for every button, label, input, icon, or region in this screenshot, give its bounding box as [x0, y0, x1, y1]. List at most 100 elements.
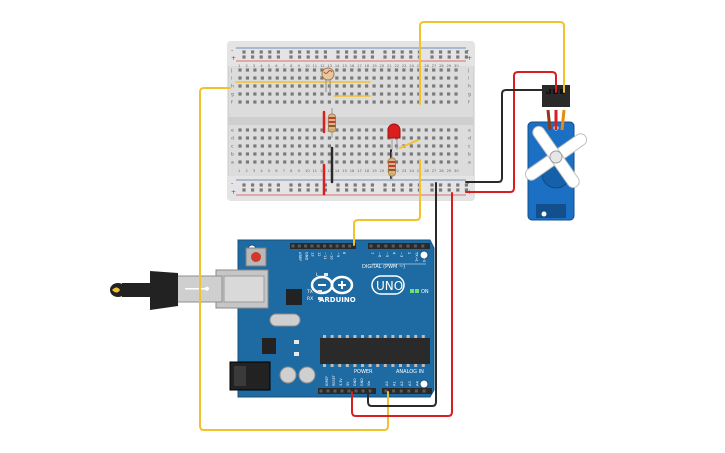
breadboard-hole[interactable]: [417, 136, 421, 140]
breadboard-hole[interactable]: [268, 55, 272, 59]
breadboard-hole[interactable]: [417, 152, 421, 156]
breadboard-hole[interactable]: [260, 160, 264, 164]
breadboard-hole[interactable]: [242, 183, 246, 187]
breadboard-hole[interactable]: [298, 84, 302, 88]
breadboard-hole[interactable]: [394, 84, 399, 88]
breadboard-hole[interactable]: [315, 183, 319, 187]
breadboard-hole[interactable]: [439, 55, 443, 59]
breadboard-hole[interactable]: [394, 160, 399, 164]
breadboard-hole[interactable]: [409, 68, 413, 72]
breadboard-hole[interactable]: [345, 50, 349, 54]
breadboard-hole[interactable]: [409, 152, 413, 156]
breadboard-hole[interactable]: [312, 100, 317, 104]
breadboard-hole[interactable]: [372, 152, 376, 156]
breadboard-hole[interactable]: [432, 76, 436, 80]
breadboard-hole[interactable]: [276, 55, 280, 59]
breadboard-hole[interactable]: [439, 188, 443, 192]
breadboard-hole[interactable]: [268, 100, 272, 104]
breadboard-hole[interactable]: [402, 84, 406, 88]
wire-yellow-servo-signal[interactable]: [419, 21, 565, 105]
breadboard-hole[interactable]: [357, 68, 361, 72]
breadboard-hole[interactable]: [417, 92, 421, 96]
breadboard-hole[interactable]: [409, 144, 413, 148]
breadboard-hole[interactable]: [345, 183, 349, 187]
servo-horn[interactable]: [506, 107, 606, 207]
breadboard-hole[interactable]: [357, 152, 361, 156]
breadboard-hole[interactable]: [379, 160, 384, 164]
header-pin[interactable]: [319, 389, 323, 393]
breadboard-hole[interactable]: [387, 92, 391, 96]
header-pin[interactable]: [391, 244, 395, 248]
breadboard-hole[interactable]: [259, 188, 263, 192]
breadboard-hole[interactable]: [370, 188, 374, 192]
breadboard-hole[interactable]: [268, 76, 272, 80]
breadboard-hole[interactable]: [350, 136, 354, 140]
breadboard-hole[interactable]: [447, 100, 451, 104]
breadboard-hole[interactable]: [245, 136, 250, 140]
breadboard-hole[interactable]: [283, 160, 287, 164]
breadboard-hole[interactable]: [454, 136, 458, 140]
breadboard-hole[interactable]: [432, 68, 436, 72]
breadboard-hole[interactable]: [245, 128, 250, 132]
breadboard-hole[interactable]: [454, 144, 458, 148]
breadboard-hole[interactable]: [336, 188, 340, 192]
breadboard-hole[interactable]: [402, 152, 406, 156]
breadboard-hole[interactable]: [268, 50, 272, 54]
breadboard-hole[interactable]: [335, 144, 339, 148]
breadboard-hole[interactable]: [365, 136, 369, 140]
breadboard-hole[interactable]: [315, 188, 319, 192]
header-pin[interactable]: [326, 389, 330, 393]
breadboard-hole[interactable]: [454, 68, 458, 72]
breadboard-hole[interactable]: [323, 183, 327, 187]
breadboard-hole[interactable]: [260, 76, 264, 80]
header-pin[interactable]: [384, 389, 388, 393]
breadboard-hole[interactable]: [312, 68, 317, 72]
breadboard-hole[interactable]: [238, 76, 242, 80]
breadboard-hole[interactable]: [353, 183, 357, 187]
breadboard-hole[interactable]: [306, 50, 310, 54]
breadboard-hole[interactable]: [342, 92, 346, 96]
breadboard-hole[interactable]: [387, 76, 391, 80]
breadboard-hole[interactable]: [409, 183, 413, 187]
breadboard-hole[interactable]: [365, 144, 369, 148]
breadboard-hole[interactable]: [372, 92, 376, 96]
breadboard-hole[interactable]: [342, 136, 346, 140]
breadboard-hole[interactable]: [275, 84, 279, 88]
wire-red-servo-power[interactable]: [465, 71, 557, 193]
breadboard-hole[interactable]: [379, 152, 384, 156]
breadboard-hole[interactable]: [290, 84, 294, 88]
breadboard-hole[interactable]: [424, 76, 428, 80]
breadboard-hole[interactable]: [447, 136, 451, 140]
breadboard-hole[interactable]: [447, 76, 451, 80]
breadboard-hole[interactable]: [362, 188, 366, 192]
breadboard-hole[interactable]: [379, 84, 384, 88]
breadboard-hole[interactable]: [335, 92, 339, 96]
breadboard-hole[interactable]: [447, 152, 451, 156]
wire-yellow-ldr-to-a0[interactable]: [199, 87, 389, 431]
breadboard-hole[interactable]: [456, 188, 460, 192]
breadboard-hole[interactable]: [276, 183, 280, 187]
breadboard-hole[interactable]: [454, 100, 458, 104]
breadboard-hole[interactable]: [439, 160, 443, 164]
breadboard-hole[interactable]: [365, 128, 369, 132]
breadboard-hole[interactable]: [290, 92, 294, 96]
breadboard-hole[interactable]: [275, 100, 279, 104]
breadboard-hole[interactable]: [350, 160, 354, 164]
breadboard-hole[interactable]: [238, 160, 242, 164]
breadboard-hole[interactable]: [283, 136, 287, 140]
breadboard-hole[interactable]: [245, 76, 250, 80]
breadboard-hole[interactable]: [327, 160, 331, 164]
breadboard-hole[interactable]: [245, 160, 250, 164]
breadboard-hole[interactable]: [439, 152, 443, 156]
breadboard-hole[interactable]: [432, 100, 436, 104]
breadboard-hole[interactable]: [379, 144, 384, 148]
breadboard-hole[interactable]: [383, 188, 387, 192]
breadboard-hole[interactable]: [289, 50, 293, 54]
breadboard-hole[interactable]: [305, 84, 309, 88]
header-pin[interactable]: [297, 244, 301, 248]
breadboard-hole[interactable]: [439, 50, 443, 54]
breadboard-hole[interactable]: [289, 183, 293, 187]
breadboard-hole[interactable]: [424, 100, 428, 104]
breadboard-hole[interactable]: [447, 84, 451, 88]
breadboard-hole[interactable]: [402, 128, 406, 132]
